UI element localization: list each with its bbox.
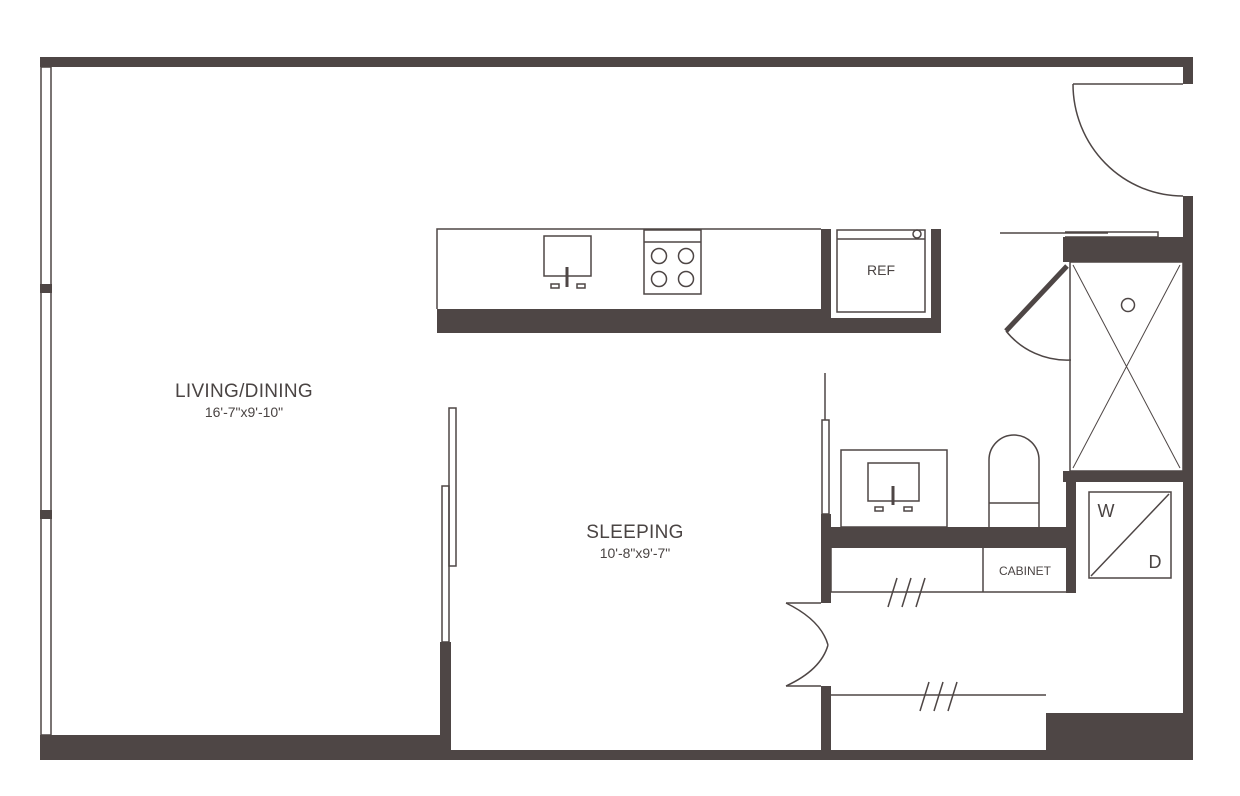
kitchen-wall (437, 309, 831, 333)
washer-dryer (1088, 491, 1172, 579)
sliding-partition (448, 407, 457, 567)
top-wall (40, 57, 1193, 67)
walls (40, 57, 1193, 760)
bath-knob (874, 506, 884, 512)
ref-wall-bottom (821, 318, 941, 333)
burner (677, 270, 695, 288)
burner (677, 247, 695, 265)
window-mullion (40, 510, 52, 519)
burner (650, 247, 668, 265)
room-dimensions-sleeping: 10'-8"x9'-7" (600, 545, 671, 561)
closet-wall (821, 686, 831, 760)
ref-wall-left (821, 229, 831, 333)
room-name-sleeping: SLEEPING (586, 522, 683, 543)
shower-wall-bottom (1063, 471, 1193, 482)
fixture-lines (40, 66, 1184, 736)
bath-knob (903, 506, 913, 512)
bath-wall-bottom (821, 527, 1076, 548)
closet-door-swing (785, 602, 829, 687)
sink-knob (576, 283, 586, 289)
shower-drain (1120, 297, 1136, 313)
window (40, 66, 52, 736)
hanger-marks (887, 577, 926, 608)
sliding-partition (441, 485, 450, 643)
dryer-label: D (1149, 552, 1162, 572)
toilet (988, 434, 1040, 527)
laundry-wall (1066, 471, 1076, 593)
window-mullion (40, 284, 52, 293)
partition-stub (440, 642, 451, 752)
door-swing (1072, 83, 1184, 197)
shower (1069, 261, 1184, 472)
closet-door-leaves (786, 602, 821, 687)
room-name-living: LIVING/DINING (175, 381, 313, 402)
room-dimensions-living: 16'-7"x9'-10" (205, 404, 283, 420)
closet-shelf (830, 548, 1076, 593)
bath-pocket-door (821, 419, 830, 515)
bath-wall-left (821, 514, 831, 603)
bottom-wall-left (40, 735, 451, 760)
kitchen-counter (436, 228, 821, 309)
bottom-right-wall (1046, 713, 1193, 760)
washer-dryer-diagonal (1090, 493, 1170, 577)
bath-door-leaf (1004, 264, 1069, 333)
top-right-wall (1183, 57, 1193, 84)
bath-door-track (1065, 231, 1159, 238)
refrigerator-hinge (912, 229, 922, 239)
sink-knob (550, 283, 560, 289)
cabinet-label: CABINET (999, 564, 1052, 578)
shower-cross (1072, 264, 1181, 469)
refrigerator (836, 229, 926, 313)
ref-wall-right (931, 229, 941, 333)
hanger-marks (919, 681, 958, 712)
cooktop (643, 229, 702, 295)
bath-wall-top (1063, 237, 1193, 262)
vanity (840, 449, 948, 528)
burner (650, 270, 668, 288)
bath-door-swing (1005, 330, 1072, 361)
washer-label: W (1098, 501, 1115, 521)
ref-label: REF (867, 262, 895, 278)
